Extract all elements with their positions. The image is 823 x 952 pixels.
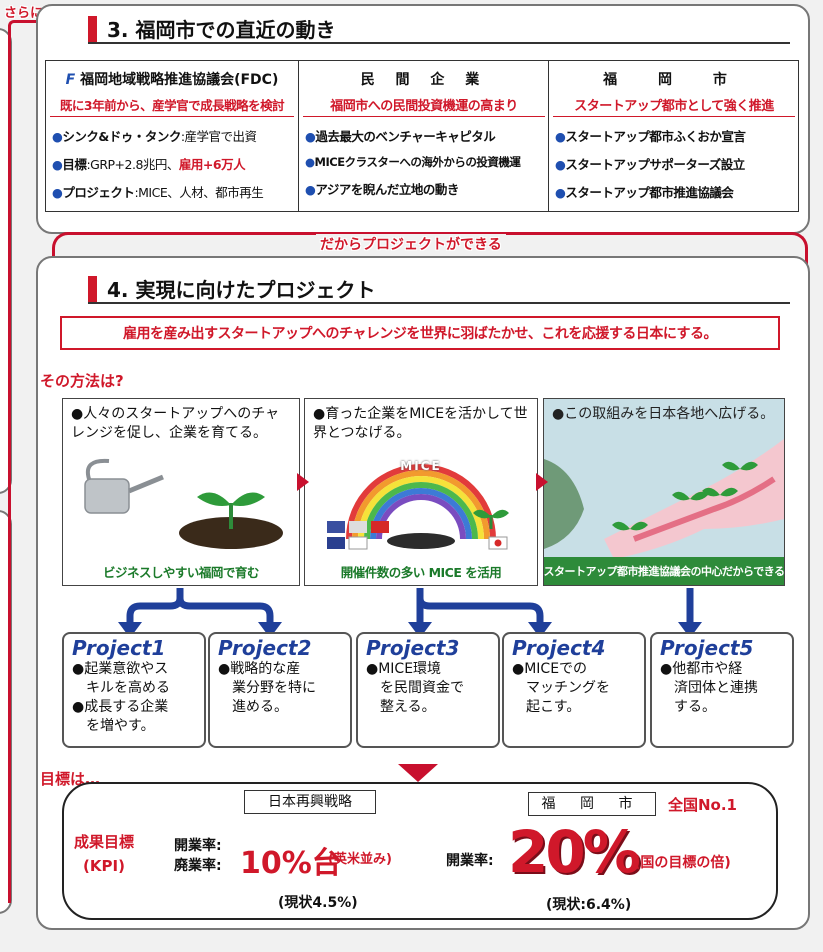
left-note: (英米並み) [328, 852, 392, 867]
right-rate: 開業率: [446, 853, 494, 869]
section4-title-underline [88, 302, 790, 304]
kpi-label: 成果目標 (KPI) [74, 833, 135, 875]
left-value: 10%台 [240, 846, 342, 881]
list-item: ●MICEクラスターへの海外からの投資機運 [305, 155, 521, 169]
image-seedling: ●人々のスタートアップへのチャレンジを促し、企業を育てる。 ビジネスしやすい福岡… [62, 398, 300, 586]
section3-col-fdc: F 福岡地域戦略推進協議会(FDC) 既に3年前から、産学官で成長戦略を検討 ●… [46, 61, 298, 211]
right-note: (国の目標の倍) [634, 855, 731, 871]
list-item: ●シンク&ドゥ・タンク:産学官で出資 [52, 129, 257, 144]
image-text: ●この取組みを日本各地へ広げる。 [552, 406, 775, 422]
image-caption: スタートアップ都市推進協議会の中心だからできる [544, 557, 784, 585]
right-value: 20% [508, 818, 641, 886]
col-subheader: スタートアップ都市として強く推進 [553, 95, 795, 117]
left-box-label: 日本再興戦略 [244, 790, 376, 814]
connector-left-vertical [8, 20, 17, 903]
project-card-2: Project2 ●戦略的な産 業分野を特に 進める。 [208, 632, 352, 748]
list-item: ●過去最大のベンチャーキャピタル [305, 129, 496, 144]
list-item: ●プロジェクト:MICE、人材、都市再生 [52, 185, 264, 200]
arrow-right-icon [536, 473, 548, 491]
list-item: ●アジアを睨んだ立地の動き [305, 182, 459, 197]
section3-title: 3. 福岡市での直近の動き [88, 14, 335, 43]
image-caption: 開催件数の多い MICE を活用 [305, 557, 537, 585]
right-badge: 全国No.1 [668, 796, 737, 814]
section4-title: 4. 実現に向けたプロジェクト [88, 274, 375, 303]
mission-statement: 雇用を産み出すスタートアップへのチャレンジを世界に羽ばたかせ、これを応援する日本… [60, 316, 780, 350]
image-japan-map: ●この取組みを日本各地へ広げる。 スタートアップ都市推進協議会の中心だからできる [543, 398, 785, 586]
col-header: 民 間 企 業 [360, 72, 488, 88]
branch-arrows-icon [118, 588, 702, 638]
arrow-down-icon [398, 764, 438, 782]
image-text: ●育った企業をMICEを活かして世界とつなげる。 [313, 406, 528, 441]
list-item: ●スタートアップ都市ふくおか宣言 [555, 129, 746, 144]
section3-title-underline [88, 42, 790, 44]
project-card-5: Project5 ●他都市や経 済団体と連携 する。 [650, 632, 794, 748]
mice-label: MICE [400, 459, 442, 473]
col-header: 福 岡 市 [603, 72, 745, 88]
top-left-label: さらに [4, 6, 44, 21]
image-mice-rainbow: ●育った企業をMICEを活かして世界とつなげる。 MICE 開催件数の多い MI… [304, 398, 538, 586]
japan-map-icon [544, 439, 784, 559]
project-card-1: Project1 ●起業意欲やス キルを高める ●成長する企業 を増やす。 [62, 632, 206, 748]
col-subheader: 既に3年前から、産学官で成長戦略を検討 [50, 95, 294, 117]
method-label: その方法は? [40, 372, 124, 390]
rainbow-icon [327, 464, 509, 550]
fdc-logo-icon: F [65, 72, 76, 88]
arrow-right-icon [297, 473, 309, 491]
right-box-label: 福 岡 市 [528, 792, 656, 816]
left-current: (現状4.5%) [278, 895, 358, 911]
image-text: ●人々のスタートアップへのチャレンジを促し、企業を育てる。 [71, 406, 280, 441]
left-rate-labels: 開業率: 廃業率: [174, 838, 222, 874]
col-header: 福岡地域戦略推進協議会(FDC) [80, 72, 279, 88]
image-caption: ビジネスしやすい福岡で育む [63, 557, 299, 585]
watering-can-icon [84, 458, 283, 549]
section3-col-city: 福 岡 市 スタートアップ都市として強く推進 ●スタートアップ都市ふくおか宣言 … [548, 61, 799, 211]
list-item: ●スタートアップサポーターズ設立 [555, 157, 745, 172]
project-card-4: Project4 ●MICEでの マッチングを 起こす。 [502, 632, 646, 748]
list-item: ●スタートアップ都市推進協議会 [555, 185, 734, 200]
project-card-3: Project3 ●MICE環境 を民間資金で 整える。 [356, 632, 500, 748]
section3-col-private: 民 間 企 業 福岡市への民間投資機運の高まり ●過去最大のベンチャーキャピタル… [298, 61, 549, 211]
kpi-box [62, 782, 778, 920]
list-item: ●目標:GRP+2.8兆円、雇用+6万人 [52, 157, 246, 172]
connector-label: だからプロジェクトができる [316, 234, 506, 254]
col-subheader: 福岡市への民間投資機運の高まり [303, 95, 545, 117]
right-current: (現状:6.4%) [546, 897, 632, 913]
section3-table: F 福岡地域戦略推進協議会(FDC) 既に3年前から、産学官で成長戦略を検討 ●… [45, 60, 799, 212]
